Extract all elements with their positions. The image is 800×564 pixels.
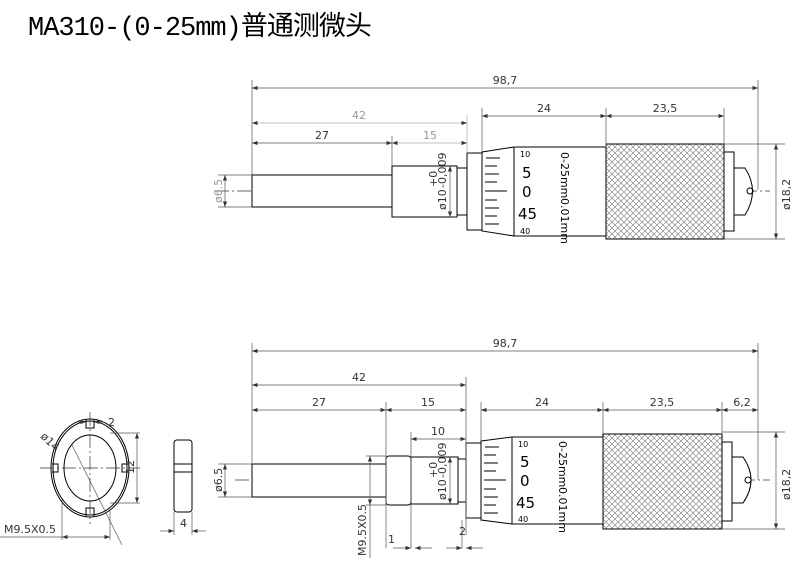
dim-barrel-diameter: ø10 <box>436 189 449 210</box>
collar <box>465 442 482 519</box>
thimble-graduations <box>485 147 515 236</box>
dimensions: 98,7 42 27 15 24 23,5 6,2 10 ø6.5 <box>212 337 793 558</box>
scale-label-10: 10 <box>520 150 530 159</box>
barrel-neck <box>456 167 468 216</box>
ratchet <box>723 151 735 232</box>
dimensions: 98,7 24 23,5 42 27 15 ø6.5 ø10 +0 -0,009 <box>212 74 793 240</box>
scale-label-0: 0 <box>522 183 532 201</box>
ratchet-cap <box>731 456 752 504</box>
tolerance-lower: -0,009 <box>436 443 449 478</box>
dim-thimble-diameter: ø18,2 <box>780 469 793 500</box>
dim-10: 10 <box>431 425 445 438</box>
dim-2: 2 <box>459 525 466 538</box>
range-marking: 0-25mm <box>556 441 569 487</box>
scale-label-5: 5 <box>520 453 530 471</box>
thimble-graduations <box>484 437 513 524</box>
ratchet <box>721 441 733 522</box>
collar <box>466 152 483 231</box>
spindle <box>251 174 393 208</box>
dim-1: 1 <box>388 533 395 546</box>
dim-nut-height: 12 <box>124 460 137 474</box>
micrometer-head-bottom-view: 10 5 0 45 40 0-25mm 0.01mm 98,7 42 27 15 <box>212 337 793 558</box>
dim-42: 42 <box>352 109 366 122</box>
dim-overall-length: 98,7 <box>493 337 518 350</box>
dim-grip-length: 23,5 <box>653 102 678 115</box>
cap-hole <box>746 187 754 195</box>
dim-nut-thickness: 4 <box>180 517 187 530</box>
dim-spindle-diameter: ø6.5 <box>212 179 225 203</box>
dim-thread: M9.5X0.5 <box>356 504 369 556</box>
dim-ratchet-length: 6,2 <box>733 396 751 409</box>
knurled-grip <box>602 433 723 530</box>
scale-label-5: 5 <box>522 164 532 182</box>
dim-15: 15 <box>423 129 437 142</box>
scale-label-10: 10 <box>518 440 528 449</box>
dim-27: 27 <box>315 129 329 142</box>
dim-42: 42 <box>352 371 366 384</box>
dim-thimble-diameter: ø18,2 <box>780 179 793 210</box>
cap-hole <box>744 476 752 484</box>
tolerance-upper: +0 <box>427 171 440 187</box>
dim-nut-thread: M9.5X0.5 <box>4 523 56 536</box>
barrel <box>391 165 458 218</box>
lock-nut-views: ø14 2 12 M9.5X0.5 4 <box>0 412 206 546</box>
lock-nut <box>385 455 412 506</box>
scale-label-45: 45 <box>518 205 537 223</box>
lock-nut-side-view: 4 <box>160 439 206 535</box>
dim-15: 15 <box>421 396 435 409</box>
dim-grip-length: 23,5 <box>650 396 675 409</box>
knurled-grip <box>605 143 725 240</box>
dim-thimble-length: 24 <box>537 102 551 115</box>
dim-barrel-diameter: ø10 <box>436 479 449 500</box>
dim-spindle-diameter: ø6.5 <box>212 468 225 492</box>
dim-27: 27 <box>312 396 326 409</box>
scale-label-40: 40 <box>520 227 530 236</box>
dim-nut-slot: 2 <box>108 416 115 429</box>
barrel-neck <box>457 458 467 503</box>
lock-nut-front-view: ø14 2 12 M9.5X0.5 <box>0 412 140 546</box>
dim-thimble-length: 24 <box>535 396 549 409</box>
resolution-marking: 0.01mm <box>558 198 571 244</box>
range-marking: 0-25mm <box>558 152 571 198</box>
resolution-marking: 0.01mm <box>556 487 569 533</box>
drawing-title: MA310-(0-25mm)普通测微头 <box>28 14 372 44</box>
dim-overall-length: 98,7 <box>493 74 518 87</box>
ratchet-cap <box>733 167 753 216</box>
scale-label-45: 45 <box>516 494 535 512</box>
spindle <box>251 463 387 498</box>
scale-label-0: 0 <box>520 472 530 490</box>
scale-label-40: 40 <box>518 515 528 524</box>
tolerance-lower: -0,009 <box>436 153 449 188</box>
micrometer-head-top-view: 10 5 0 45 40 0-25mm 0.01mm 98,7 24 23,5 … <box>212 74 793 244</box>
tolerance-upper: +0 <box>427 462 440 478</box>
